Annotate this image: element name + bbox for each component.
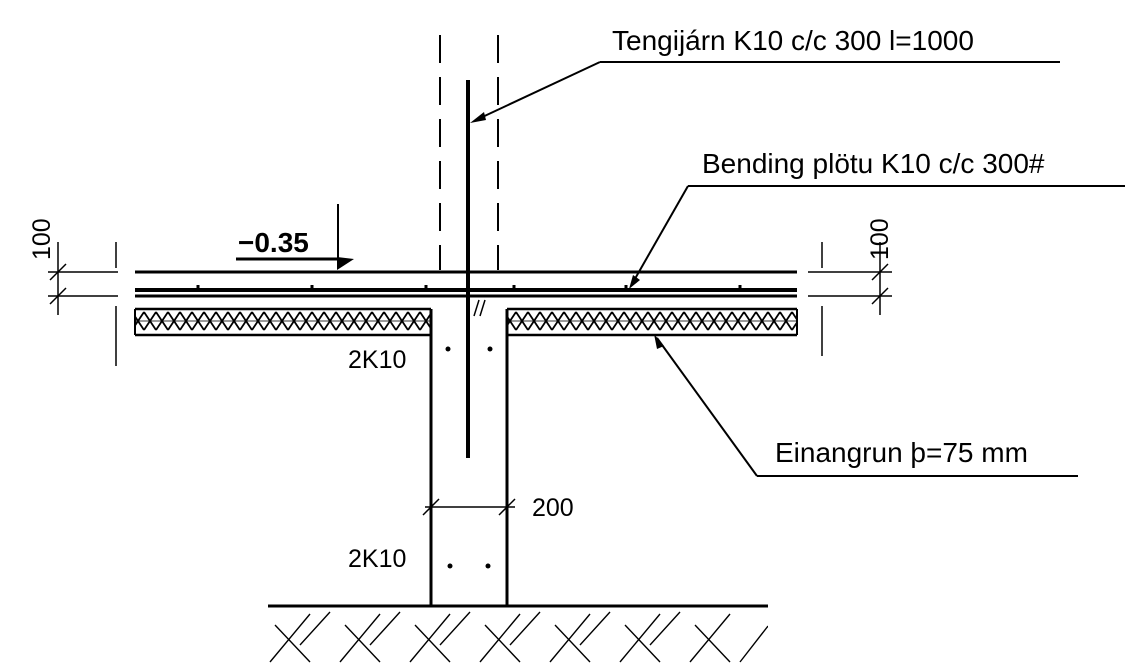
slab-thickness-right-label: 100 [866, 218, 894, 260]
level-marker: −0.35 [236, 204, 354, 270]
dimension-wall-width: 200 [422, 494, 574, 522]
rebar-lower-label: 2K10 [348, 545, 406, 573]
rebar-upper-label: 2K10 [348, 346, 406, 374]
insulation-layer [134, 307, 798, 337]
insulation-label: Einangrun þ=75 mm [775, 437, 1028, 468]
wall-width-label: 200 [532, 494, 574, 522]
slab-level-label: −0.35 [238, 227, 309, 258]
insulation-callout: Einangrun þ=75 mm [654, 334, 1078, 477]
slab-reinforcement-label: Bending plötu K10 c/c 300# [702, 148, 1045, 179]
wall-rebar-dots-upper [445, 346, 493, 352]
wall-rebar-dots-lower [447, 563, 491, 569]
dimension-slab-thickness-right: 100 [808, 218, 894, 356]
ground-hatch [268, 604, 768, 663]
upper-wall-dashed-outline [439, 35, 499, 270]
break-mark [473, 299, 486, 317]
dowel-bars-label: Tengijárn K10 c/c 300 l=1000 [612, 25, 974, 56]
dimension-slab-thickness-left: 100 [28, 218, 118, 366]
rebar-chairs [196, 285, 742, 290]
slab-thickness-left-label: 100 [28, 218, 56, 260]
foundation-wall [429, 299, 509, 606]
slab-reinforcement-callout: Bending plötu K10 c/c 300# [629, 148, 1125, 289]
dowel-bars-callout: Tengijárn K10 c/c 300 l=1000 [470, 25, 1060, 123]
